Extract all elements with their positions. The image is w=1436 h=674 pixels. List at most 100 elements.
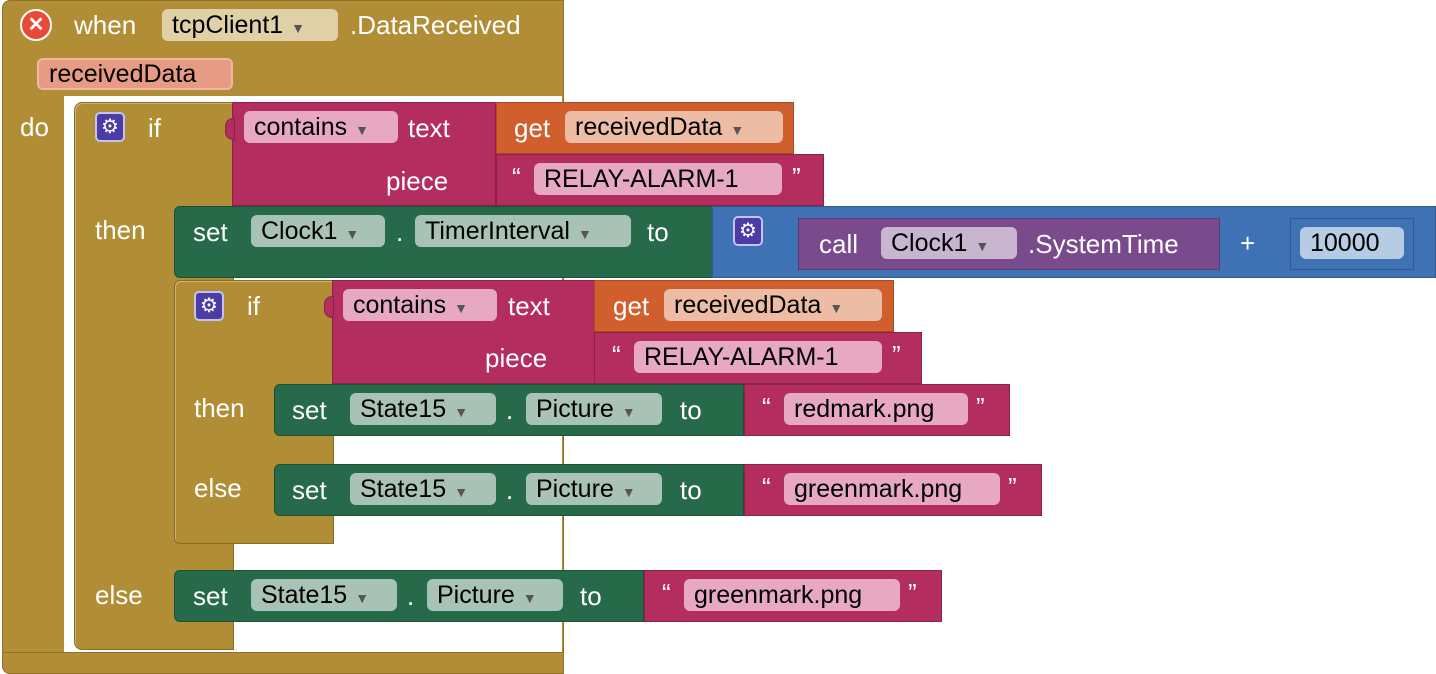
- inner-if-label: if: [247, 291, 260, 321]
- dropdown-arrow-icon: ▼: [355, 122, 369, 138]
- dot-label: .: [396, 217, 404, 247]
- dropdown-arrow-icon: ▼: [454, 300, 468, 316]
- close-icon[interactable]: ✕: [20, 9, 52, 41]
- set-label: set: [193, 581, 228, 611]
- picture-property-dropdown[interactable]: Picture ▼: [526, 473, 662, 505]
- property-label: TimerInterval: [425, 217, 570, 245]
- component-label: State15: [360, 395, 447, 423]
- inner-then-label: then: [194, 393, 245, 423]
- timer-interval-dropdown[interactable]: TimerInterval ▼: [415, 215, 631, 247]
- dropdown-arrow-icon: ▼: [291, 20, 306, 36]
- greenmark-inner-text-field[interactable]: greenmark.png: [784, 473, 1000, 505]
- outer-contains-tab: [225, 118, 235, 140]
- outer-else-label: else: [95, 580, 143, 610]
- quote-close: ”: [908, 578, 917, 608]
- dropdown-arrow-icon: ▼: [345, 226, 360, 242]
- event-block-bottom: [2, 652, 564, 674]
- dot-label: .: [506, 395, 514, 425]
- method-label: .SystemTime: [1028, 229, 1179, 259]
- dropdown-arrow-icon: ▼: [621, 404, 636, 420]
- quote-open: “: [662, 578, 671, 608]
- text-value: greenmark.png: [694, 581, 863, 609]
- param-received-data[interactable]: receivedData: [37, 58, 233, 90]
- gear-icon[interactable]: ⚙: [733, 216, 763, 246]
- when-keyword: when: [74, 10, 137, 40]
- do-label: do: [20, 112, 49, 142]
- dropdown-arrow-icon: ▼: [355, 590, 370, 606]
- quote-open: “: [762, 472, 771, 502]
- outer-get-label: get: [514, 113, 551, 143]
- set-label: set: [292, 475, 327, 505]
- quote-open: “: [762, 392, 771, 422]
- outer-if-label: if: [148, 113, 161, 143]
- call-label: call: [819, 229, 859, 259]
- state-component-dropdown[interactable]: State15▼: [350, 473, 496, 505]
- inner-contains-tab: [324, 296, 334, 318]
- dropdown-arrow-icon: ▼: [730, 122, 745, 138]
- component-label: tcpClient1: [172, 11, 284, 39]
- inner-get-label: get: [613, 291, 650, 321]
- set-label: set: [193, 217, 228, 247]
- event-name: .DataReceived: [350, 10, 521, 40]
- inner-else-label: else: [194, 473, 242, 503]
- gear-icon[interactable]: ⚙: [194, 291, 224, 321]
- dot-label: .: [407, 581, 415, 611]
- gear-icon[interactable]: ⚙: [95, 112, 125, 142]
- component-label: Clock1: [261, 217, 338, 245]
- to-label: to: [680, 475, 702, 505]
- dropdown-arrow-icon: ▼: [975, 238, 990, 254]
- property-label: Picture: [437, 581, 515, 609]
- outer-get-var-dropdown[interactable]: receivedData ▼: [565, 111, 783, 143]
- text-value: redmark.png: [794, 395, 935, 423]
- outer-piece-text-field[interactable]: RELAY-ALARM-1: [534, 163, 782, 195]
- state-component-dropdown[interactable]: State15 ▼: [251, 579, 397, 611]
- dropdown-arrow-icon: ▼: [522, 590, 537, 606]
- clock-component-dropdown[interactable]: Clock1 ▼: [251, 215, 385, 247]
- inner-piece-label: piece: [485, 343, 548, 373]
- to-label: to: [580, 581, 602, 611]
- quote-close: ”: [792, 162, 801, 192]
- number-value: 10000: [1310, 229, 1380, 257]
- dropdown-arrow-icon: ▼: [829, 300, 844, 316]
- var-label: receivedData: [575, 113, 723, 141]
- component-label: Clock1: [891, 229, 968, 257]
- property-label: Picture: [536, 395, 614, 423]
- outer-piece-label: piece: [386, 166, 449, 196]
- state-component-dropdown[interactable]: State15 ▼: [350, 393, 496, 425]
- var-label: receivedData: [674, 291, 822, 319]
- outer-text-label: text: [408, 113, 450, 143]
- inner-piece-text-field[interactable]: RELAY-ALARM-1: [634, 341, 882, 373]
- quote-open: “: [612, 340, 621, 370]
- picture-property-dropdown[interactable]: Picture ▼: [526, 393, 662, 425]
- dropdown-arrow-icon: ▼: [454, 404, 469, 420]
- quote-close: ”: [976, 392, 985, 422]
- text-value: greenmark.png: [794, 475, 963, 503]
- to-label: to: [647, 217, 669, 247]
- property-label: Picture: [536, 475, 614, 503]
- dropdown-arrow-icon: ▼: [577, 226, 592, 242]
- picture-property-dropdown[interactable]: Picture ▼: [427, 579, 563, 611]
- inner-text-label: text: [508, 291, 550, 321]
- quote-close: ”: [1008, 472, 1017, 502]
- call-component-dropdown[interactable]: Clock1 ▼: [881, 227, 1017, 259]
- component-label: State15: [360, 475, 447, 503]
- greenmark-outer-text-field[interactable]: greenmark.png: [684, 579, 900, 611]
- component-dropdown[interactable]: tcpClient1 ▼: [162, 9, 338, 41]
- number-field[interactable]: 10000: [1300, 227, 1404, 259]
- to-label: to: [680, 395, 702, 425]
- op-label: contains: [254, 113, 348, 141]
- component-label: State15: [261, 581, 348, 609]
- inner-contains-op-dropdown[interactable]: contains ▼: [343, 289, 497, 321]
- quote-close: ”: [892, 340, 901, 370]
- plus-label: +: [1240, 228, 1256, 258]
- dropdown-arrow-icon: ▼: [621, 484, 636, 500]
- redmark-text-field[interactable]: redmark.png: [784, 393, 968, 425]
- inner-get-var-dropdown[interactable]: receivedData ▼: [664, 289, 882, 321]
- dot-label: .: [506, 475, 514, 505]
- outer-then-label: then: [95, 215, 146, 245]
- param-label: receivedData: [49, 60, 197, 88]
- set-label: set: [292, 395, 327, 425]
- op-label: contains: [353, 291, 447, 319]
- outer-contains-op-dropdown[interactable]: contains ▼: [244, 111, 398, 143]
- piece-value: RELAY-ALARM-1: [644, 343, 839, 371]
